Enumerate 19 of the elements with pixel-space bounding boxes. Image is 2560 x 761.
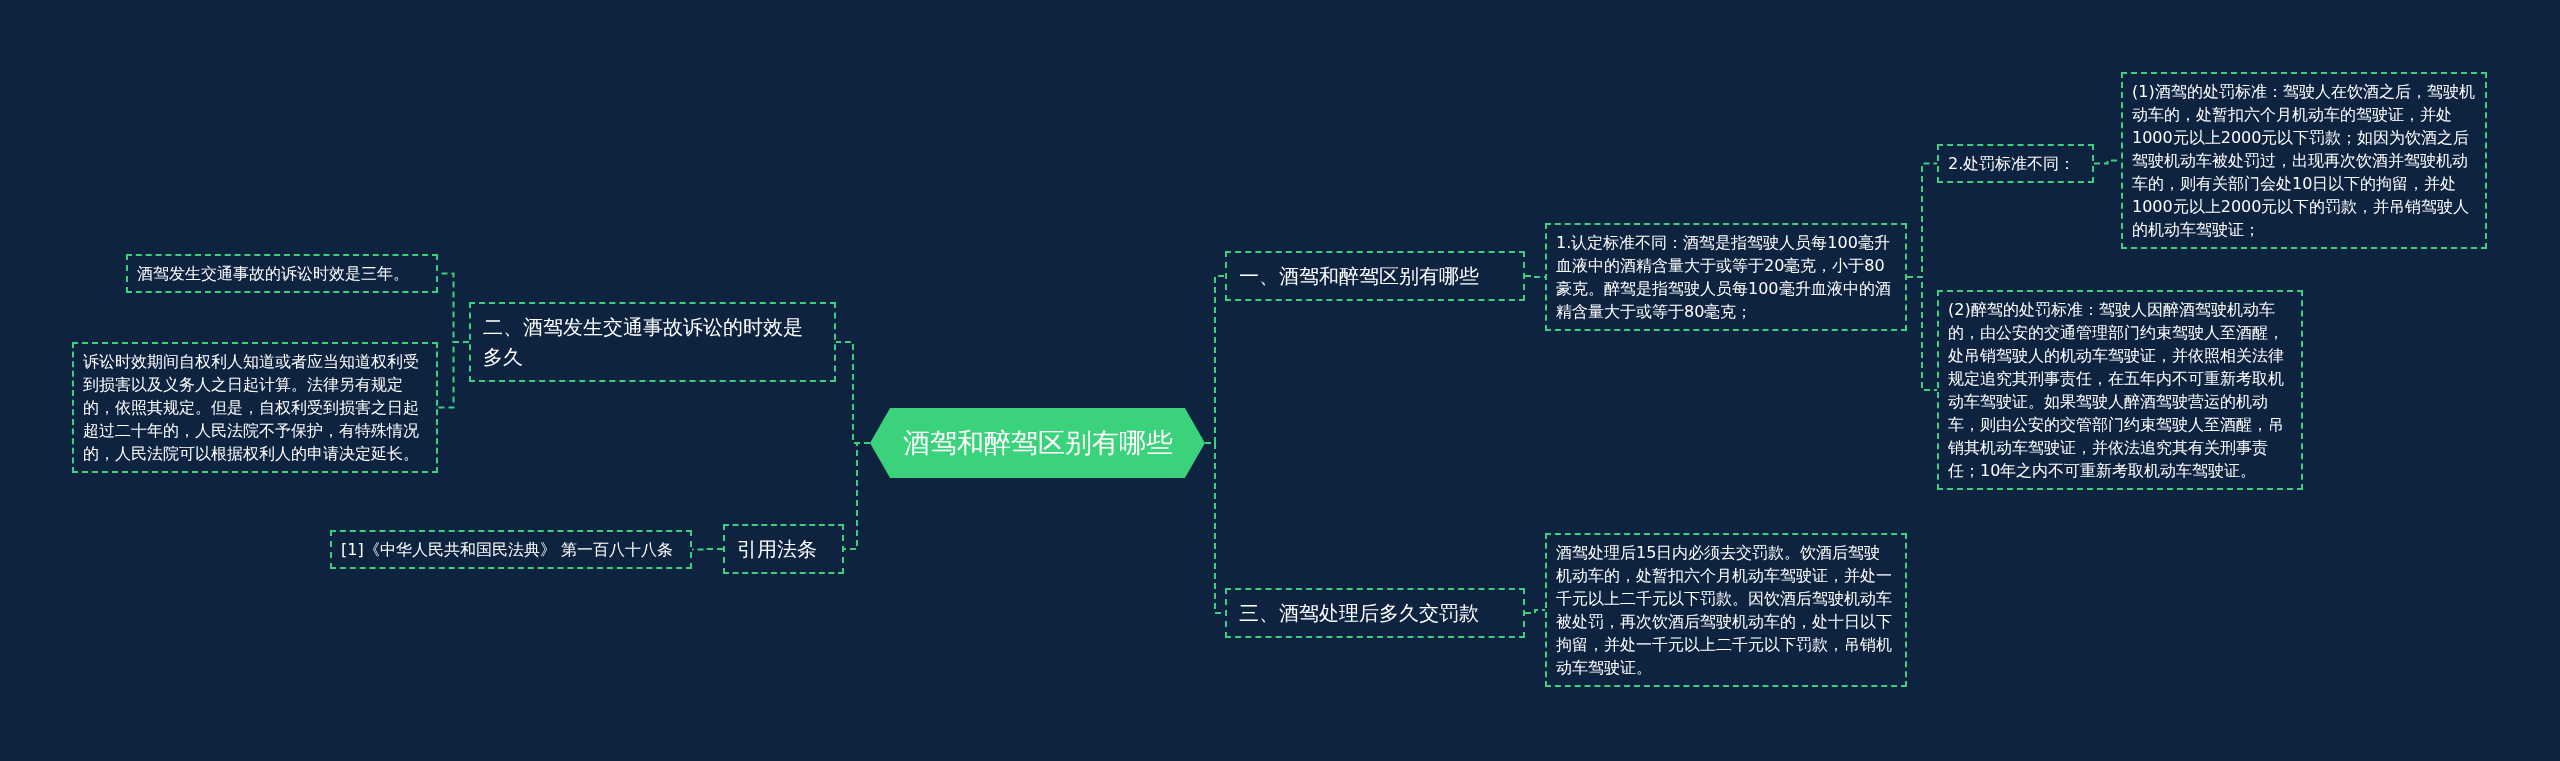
connector-line bbox=[1524, 275, 1546, 278]
note-box: 2.处罚标准不同： bbox=[1937, 143, 2094, 183]
note-box: 酒驾处理后15日内必须去交罚款。饮酒后驾驶机动车的，处暂扣六个月机动车驾驶证，并处一千元以上二千元以下罚款。因饮酒后驾驶机动车被处罚，再次饮酒后驾驶机动车的，处十日以下拘留，并处一千元以上二千元以下罚款，吊销机动车驾驶证。 bbox=[1545, 533, 1907, 687]
connector-line bbox=[437, 341, 470, 409]
connector-line bbox=[691, 548, 724, 551]
note-box: 诉讼时效期间自权利人知道或者应当知道权利受到损害以及义务人之日起计算。法律另有规定的，依照其规定。但是，自权利受到损害之日起超过二十年的，人民法院不予保护，有特殊情况的，人民法院可以根据权利人的申请决定延长。 bbox=[72, 341, 438, 473]
note-box: 1.认定标准不同：酒驾是指驾驶人员每100毫升血液中的酒精含量大于或等于20毫克，小于80豪克。醉驾是指驾驶人员每100毫升血液中的酒精含量大于或等于80毫克； bbox=[1545, 223, 1907, 331]
note-box: 酒驾发生交通事故的诉讼时效是三年。 bbox=[126, 253, 438, 293]
topic-box: 三、酒驾处理后多久交罚款 bbox=[1225, 588, 1525, 638]
connector-line bbox=[843, 442, 871, 550]
connector-line bbox=[1524, 609, 1546, 614]
note-box: (2)醉驾的处罚标准：驾驶人因醉酒驾驶机动车的，由公安的交通管理部门约束驾驶人至酒醒，处吊销驾驶人的机动车驾驶证，并依照相关法律规定追究其刑事责任，在五年内不可重新考取机动车驾驶证。如果驾驶人醉酒驾驶营运的机动车，则由公安的交管部门约束驾驶人至酒醒，吊销其机动车驾驶证，并依法追究其有关刑事责任；10年之内不可重新考取机动车驾驶证。 bbox=[1937, 290, 2303, 490]
connector-line bbox=[1906, 276, 1938, 391]
note-box: (1)酒驾的处罚标准：驾驶人在饮酒之后，驾驶机动车的，处暂扣六个月机动车的驾驶证，并处1000元以上2000元以下罚款；如因为饮酒之后驾驶机动车被处罚过，出现再次饮酒并驾驶机动车的，则有关部门会处10日以下的拘留，并处1000元以上2000元以下的罚款，并吊销驾驶人的机动车驾驶证； bbox=[2121, 71, 2487, 249]
topic-box: 一、酒驾和醉驾区别有哪些 bbox=[1225, 251, 1525, 301]
note-box: [1]《中华人民共和国民法典》 第一百八十八条 bbox=[330, 529, 692, 569]
topic-box: 二、酒驾发生交通事故诉讼的时效是多久 bbox=[469, 302, 836, 382]
central-topic: 酒驾和醉驾区别有哪些 bbox=[870, 408, 1205, 478]
topic-box: 引用法条 bbox=[723, 524, 844, 574]
